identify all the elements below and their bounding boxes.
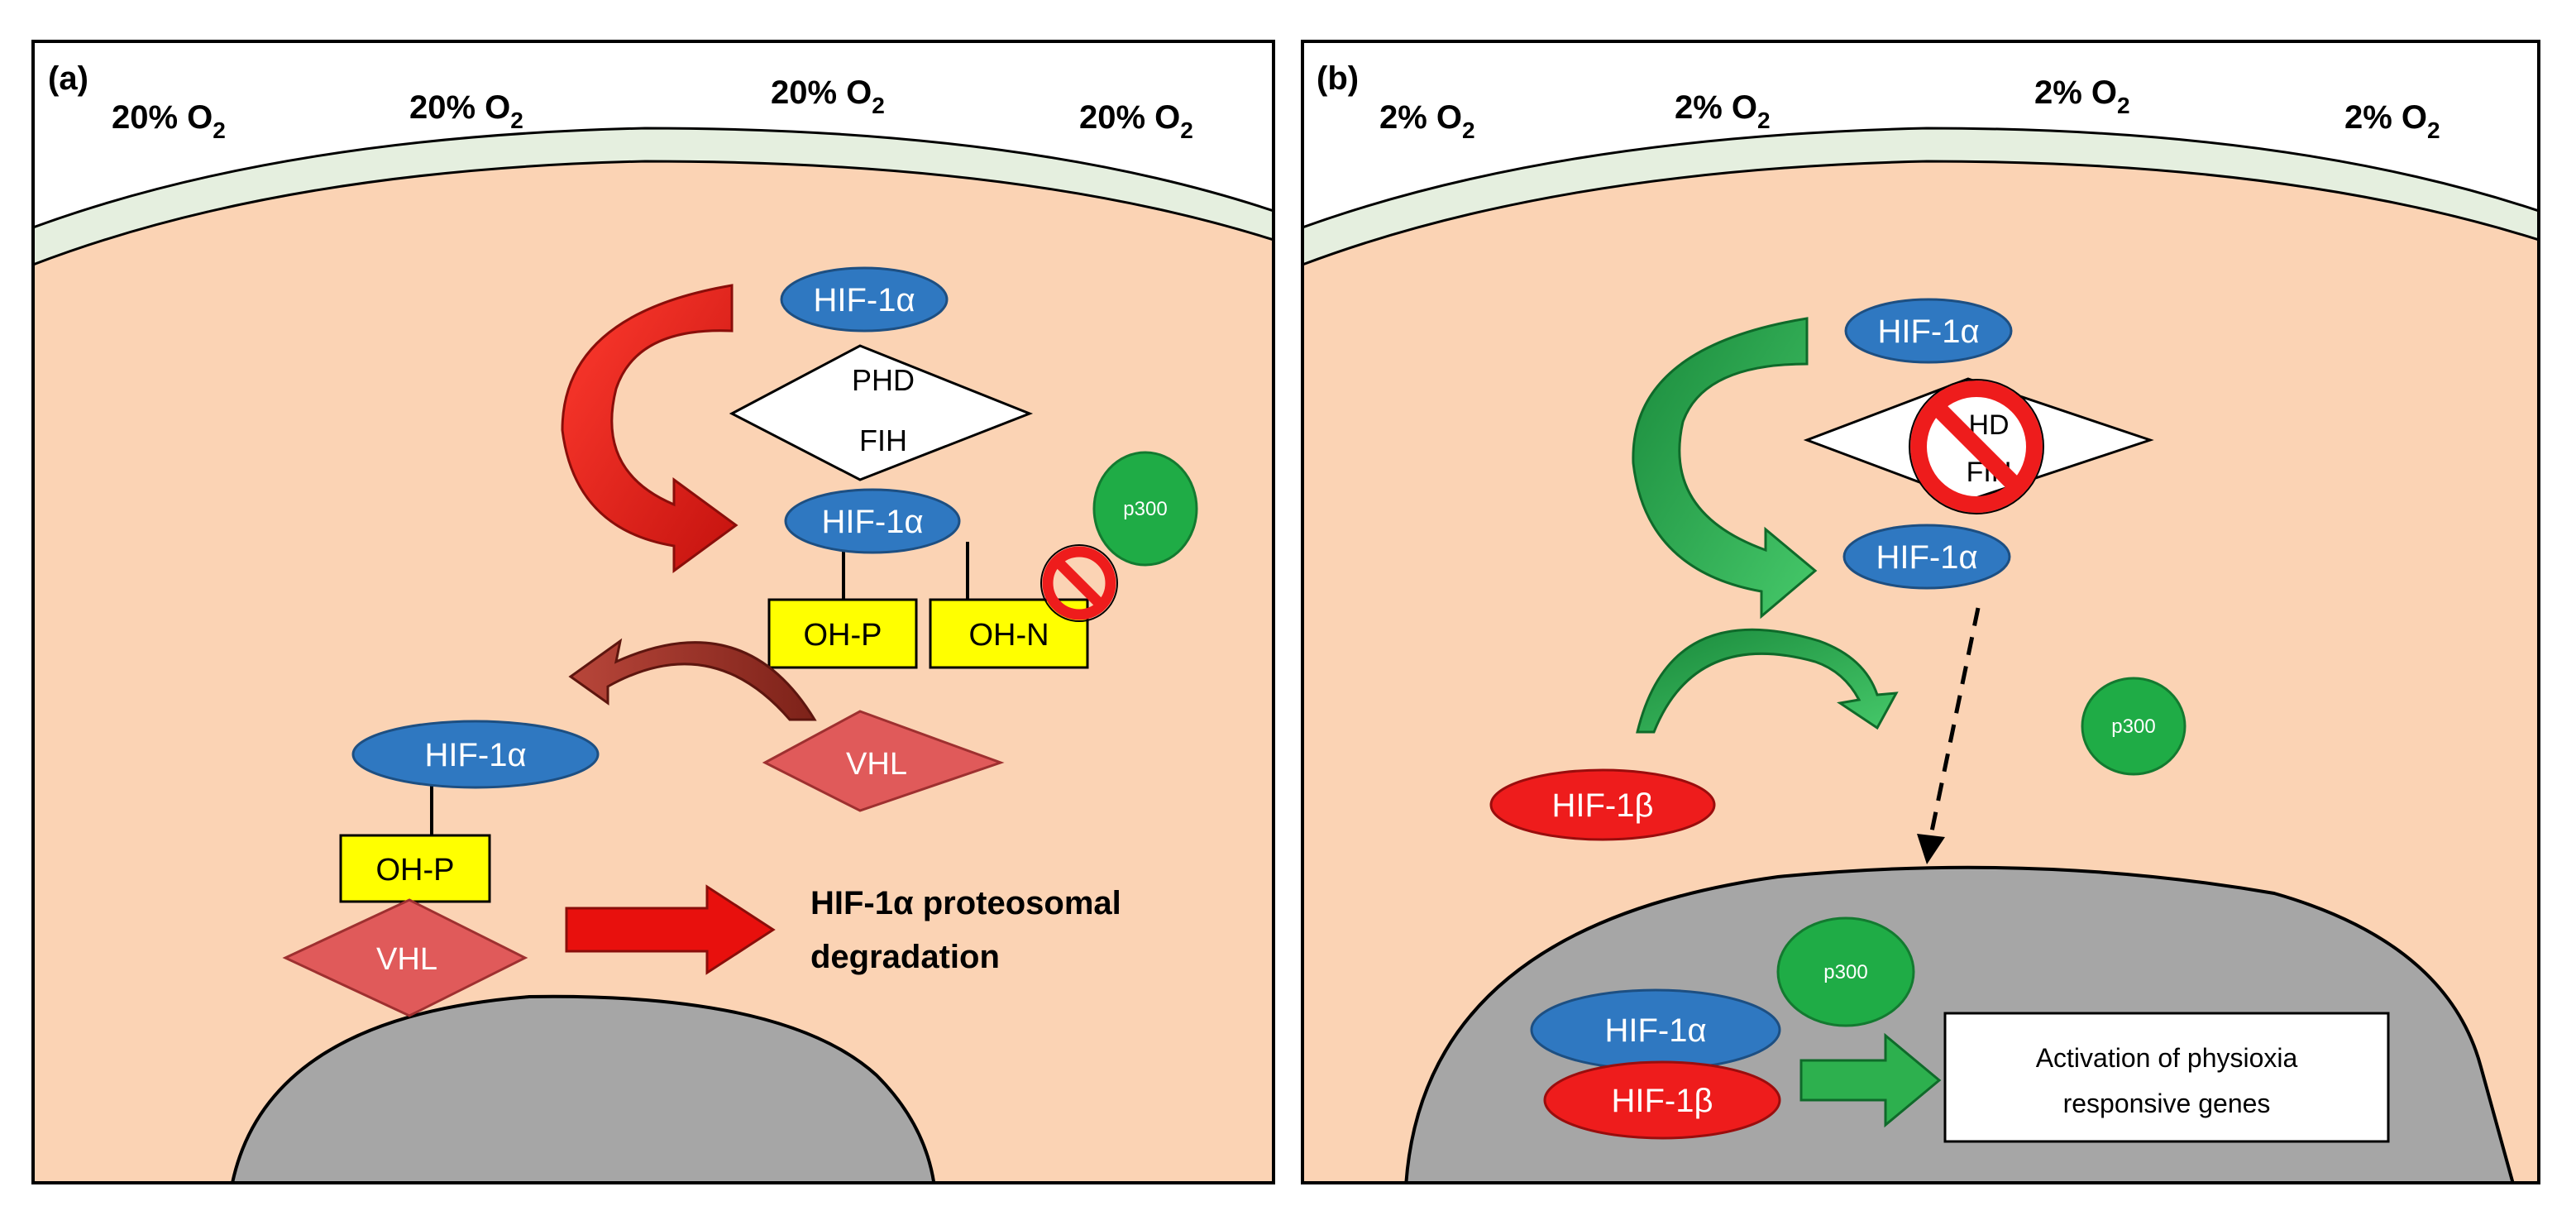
hif1b-cyto-label: HIF-1β — [1551, 787, 1653, 824]
activation-label-2: responsive genes — [2063, 1089, 2271, 1118]
oh-p-lower-label: OH-P — [376, 853, 455, 888]
panel-a: (a) 20% O2 20% O2 20% O2 20% O2 HIF-1α P… — [31, 40, 1275, 1184]
hif1a-top-b-label: HIF-1α — [1877, 313, 1979, 350]
hif1a-nucleus-label: HIF-1α — [1604, 1012, 1706, 1049]
no-sign-icon-large — [1909, 379, 2044, 514]
o2-label-a4: 20% O2 — [1079, 99, 1193, 143]
vhl-right-label: VHL — [846, 747, 907, 782]
degradation-label-1: HIF-1α proteosomal — [810, 885, 1121, 921]
o2-label-a1: 20% O2 — [112, 99, 226, 143]
degradation-arrow — [565, 884, 776, 975]
nucleus-a — [231, 994, 936, 1183]
vhl-right — [762, 710, 1005, 812]
p300-cyto — [2081, 677, 2186, 776]
stabilization-arrow — [1632, 317, 1818, 620]
phd-label: PHD — [852, 363, 915, 397]
hif1a-top-b — [1844, 298, 2013, 364]
hif1b-nucleus — [1543, 1060, 1781, 1140]
hif1a-top-a-label: HIF-1α — [813, 282, 915, 318]
p300-a — [1092, 451, 1198, 567]
panel-a-label: (a) — [48, 60, 88, 97]
fih-label: FIH — [859, 423, 907, 457]
activation-arrow — [1799, 1032, 1942, 1128]
oh-p-label: OH-P — [804, 618, 882, 653]
hydroxylation-arrow — [561, 284, 738, 573]
panel-b: (b) 2% O2 2% O2 2% O2 2% O2 HIF-1α HD FI… — [1301, 40, 2540, 1184]
phd-fih-diamond — [729, 344, 1034, 481]
dimerization-arrow — [1636, 628, 1899, 734]
hif1a-mid-b — [1842, 524, 2011, 590]
membrane-b — [1302, 127, 2539, 266]
hif1a-lower-a-label: HIF-1α — [424, 737, 526, 773]
o2-label-b4: 2% O2 — [2344, 99, 2440, 143]
oh-p-lower-box — [339, 834, 491, 903]
hif1a-lower-a — [351, 720, 600, 789]
p300-a-label: p300 — [1123, 498, 1167, 520]
p300-nucleus — [1776, 916, 1915, 1027]
hif1a-mid-b-label: HIF-1α — [1876, 539, 1977, 576]
vhl-lower-label: VHL — [376, 942, 437, 977]
hif1b-cyto — [1489, 768, 1716, 841]
hif1a-mid-a — [784, 488, 961, 554]
p300-cyto-label: p300 — [2111, 715, 2155, 738]
hif1a-top-a — [780, 266, 949, 333]
translocation-arrowhead — [1917, 834, 1945, 864]
panel-b-border — [1301, 40, 2540, 1184]
o2-label-a3: 20% O2 — [771, 74, 885, 118]
p300-nucleus-label: p300 — [1823, 961, 1867, 983]
panel-a-border — [31, 40, 1275, 1184]
vhl-binding-arrow — [568, 638, 817, 721]
hif1b-nucleus-label: HIF-1β — [1611, 1083, 1713, 1119]
activation-label-1: Activation of physioxia — [2036, 1043, 2298, 1073]
o2-label-a2: 20% O2 — [409, 89, 523, 133]
vhl-lower — [282, 898, 528, 1017]
activation-box — [1943, 1012, 2390, 1143]
oh-n-label: OH-N — [968, 618, 1049, 653]
membrane-a — [33, 127, 1274, 266]
translocation-arrow — [1928, 607, 1981, 836]
hif1a-mid-a-label: HIF-1α — [821, 504, 923, 540]
o2-label-b2: 2% O2 — [1675, 89, 1771, 133]
panel-b-label: (b) — [1317, 60, 1359, 97]
o2-label-b3: 2% O2 — [2034, 74, 2130, 118]
o2-label-b1: 2% O2 — [1379, 99, 1475, 143]
no-sign-icon — [1040, 544, 1118, 622]
oh-p-box — [767, 598, 918, 669]
degradation-label-2: degradation — [810, 939, 1000, 975]
